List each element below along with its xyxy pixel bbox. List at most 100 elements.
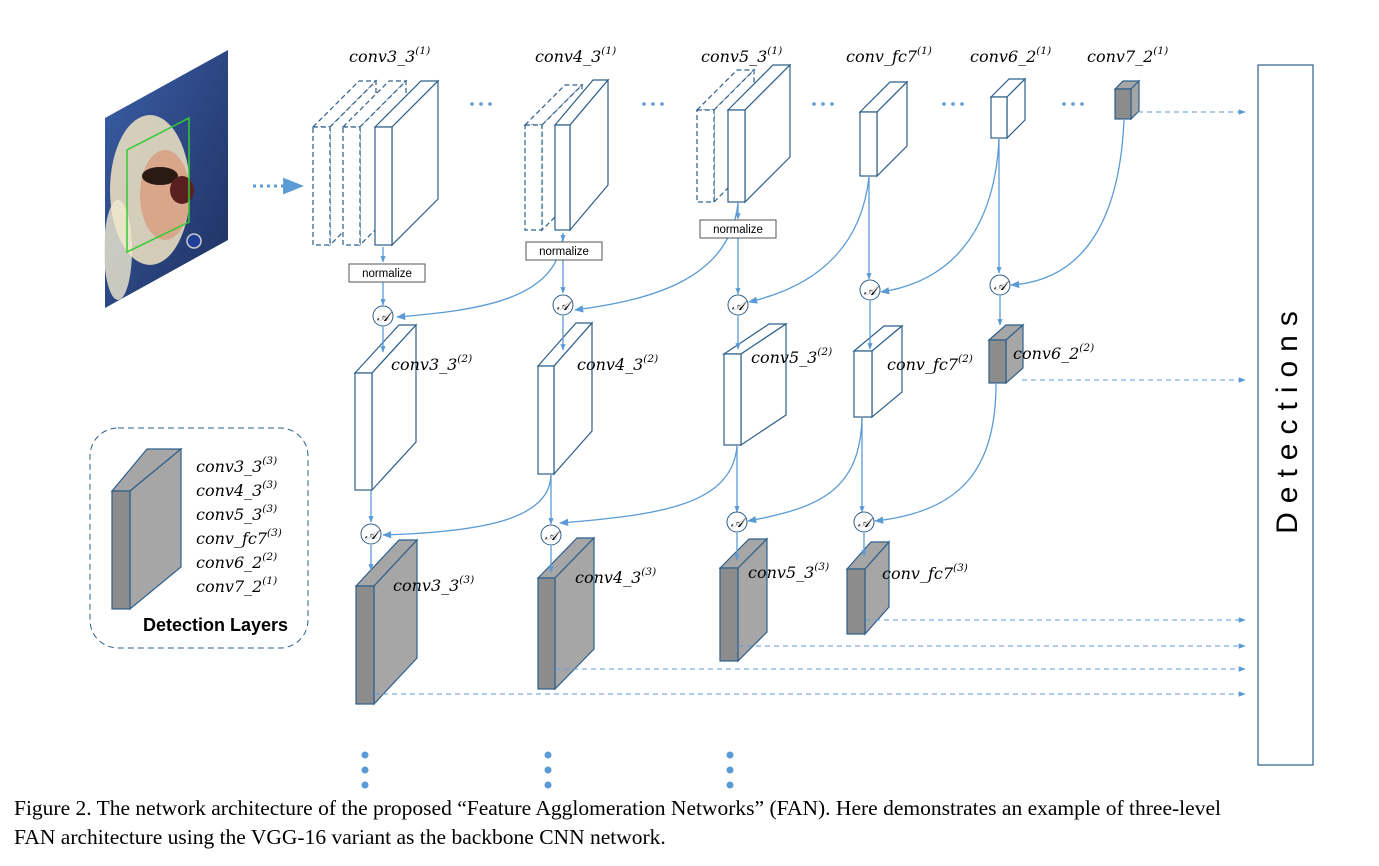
label-sup: (3) [641, 566, 656, 578]
dot [830, 102, 834, 106]
dot [651, 102, 655, 106]
conv4-3-level3-box [536, 536, 596, 691]
w-fc7-to-c5-agg1 [748, 176, 870, 304]
legend-box [89, 427, 309, 649]
agglomeration-symbol: 𝒜 [858, 516, 874, 531]
label-conv3-3-level1: conv3_3(1) [349, 45, 430, 66]
label-conv6-2-level2: conv6_2(2) [1013, 342, 1094, 363]
dot [361, 751, 369, 759]
conv6-2-level1-box [989, 77, 1027, 140]
dot [660, 102, 664, 106]
dot [642, 102, 646, 106]
agg-conv3-3-level3: 𝒜 [360, 523, 382, 545]
agglomeration-circle [989, 274, 1011, 296]
dot [544, 766, 552, 774]
label-sup: (2) [958, 353, 973, 365]
caption-line-1: Figure 2. The network architecture of th… [14, 796, 1221, 820]
label-base: conv3_3 [393, 576, 459, 595]
agg-conv5-3-level2: 𝒜 [727, 294, 749, 316]
label-base: conv3_3 [391, 355, 457, 374]
label-base: conv3_3 [349, 47, 415, 66]
label-conv4-3-level3: conv4_3(3) [575, 566, 656, 587]
dot [960, 102, 964, 106]
label-sup: (1) [415, 45, 430, 57]
label-base: conv5_3 [751, 348, 817, 367]
agg-conv5-3-level3: 𝒜 [726, 511, 748, 533]
label-base: conv7_2 [1087, 47, 1153, 66]
normalize-conv4-3: normalize [525, 241, 603, 261]
conv3-3-level2-box [353, 323, 418, 492]
label-sup: (2) [262, 551, 277, 563]
label-sup: (3) [262, 503, 277, 515]
agglomeration-symbol: 𝒜 [732, 299, 748, 314]
label-conv-fc7-level3: conv_fc7(3) [882, 562, 968, 583]
agglomeration-circle [727, 294, 749, 316]
label-base: conv6_2 [1013, 344, 1079, 363]
agglomeration-circle [552, 294, 574, 316]
ellipsis-vertical-1 [544, 751, 552, 789]
dot [479, 102, 483, 106]
dot [726, 766, 734, 774]
label-sup: (3) [262, 455, 277, 467]
ellipsis-level1-0 [470, 102, 492, 106]
label-base: conv5_3 [196, 505, 262, 524]
detections-label: Detections [1271, 302, 1304, 534]
normalize-label: normalize [362, 268, 412, 280]
agglomeration-circle [726, 511, 748, 533]
normalize-box [348, 263, 426, 283]
ellipsis-vertical-2 [726, 751, 734, 789]
legend-item-conv7-2: conv7_2(1) [196, 575, 277, 596]
legend-item-conv-fc7: conv_fc7(3) [196, 527, 282, 548]
label-conv-fc7-level1: conv_fc7(1) [846, 45, 932, 66]
conv5-3-level2-box [722, 322, 788, 447]
normalize-label: normalize [713, 224, 763, 236]
label-sup: (1) [917, 45, 932, 57]
dot [951, 102, 955, 106]
label-sup: (2) [1079, 342, 1094, 354]
dot [1062, 102, 1066, 106]
face-bounding-box [126, 116, 190, 254]
conv-fc7-level1-box [858, 80, 909, 178]
agglomeration-symbol: 𝒜 [994, 279, 1010, 294]
label-base: conv7_2 [196, 577, 262, 596]
label-conv5-3-level3: conv5_3(3) [748, 561, 829, 582]
dot [1071, 102, 1075, 106]
label-sup: (3) [262, 479, 277, 491]
legend-title: Detection Layers [143, 615, 288, 635]
ellipsis-level1-3 [942, 102, 964, 106]
caption-line-2: FAN architecture using the VGG-16 varian… [14, 825, 666, 849]
label-base: conv5_3 [748, 563, 814, 582]
label-sup: (1) [767, 45, 782, 57]
normalize-box [525, 241, 603, 261]
conv-fc7-level3-box [845, 540, 891, 636]
ellipsis-level1-4 [1062, 102, 1084, 106]
agglomeration-symbol: 𝒜 [365, 528, 381, 543]
w-c62-to-fc7-agg2 [874, 383, 997, 524]
label-base: conv4_3 [535, 47, 601, 66]
agglomeration-symbol: 𝒜 [731, 516, 747, 531]
label-conv-fc7-level2: conv_fc7(2) [887, 353, 973, 374]
label-sup: (3) [953, 562, 968, 574]
label-sup: (1) [1036, 45, 1051, 57]
label-base: conv5_3 [701, 47, 767, 66]
normalize-label: normalize [539, 246, 589, 258]
dot [544, 781, 552, 789]
label-base: conv_fc7 [882, 564, 954, 583]
agg-conv4-3-level2: 𝒜 [552, 294, 574, 316]
agglomeration-symbol: 𝒜 [377, 310, 393, 325]
legend-detection-layer-icon [110, 447, 183, 611]
dot [812, 102, 816, 106]
legend-item-conv4-3: conv4_3(3) [196, 479, 277, 500]
label-sup: (1) [1153, 45, 1168, 57]
ellipsis-level1-2 [812, 102, 834, 106]
label-sup: (3) [814, 561, 829, 573]
conv6-2-level2-box [987, 323, 1025, 385]
legend-item-conv3-3: conv3_3(3) [196, 455, 277, 476]
agg-conv-fc7-level3: 𝒜 [853, 511, 875, 533]
label-base: conv_fc7 [846, 47, 918, 66]
label-conv5-3-level1: conv5_3(1) [701, 45, 782, 66]
normalize-box [699, 219, 777, 239]
conv7-2-level1-box [1113, 79, 1141, 121]
conv4-3-level2-box [536, 321, 594, 476]
